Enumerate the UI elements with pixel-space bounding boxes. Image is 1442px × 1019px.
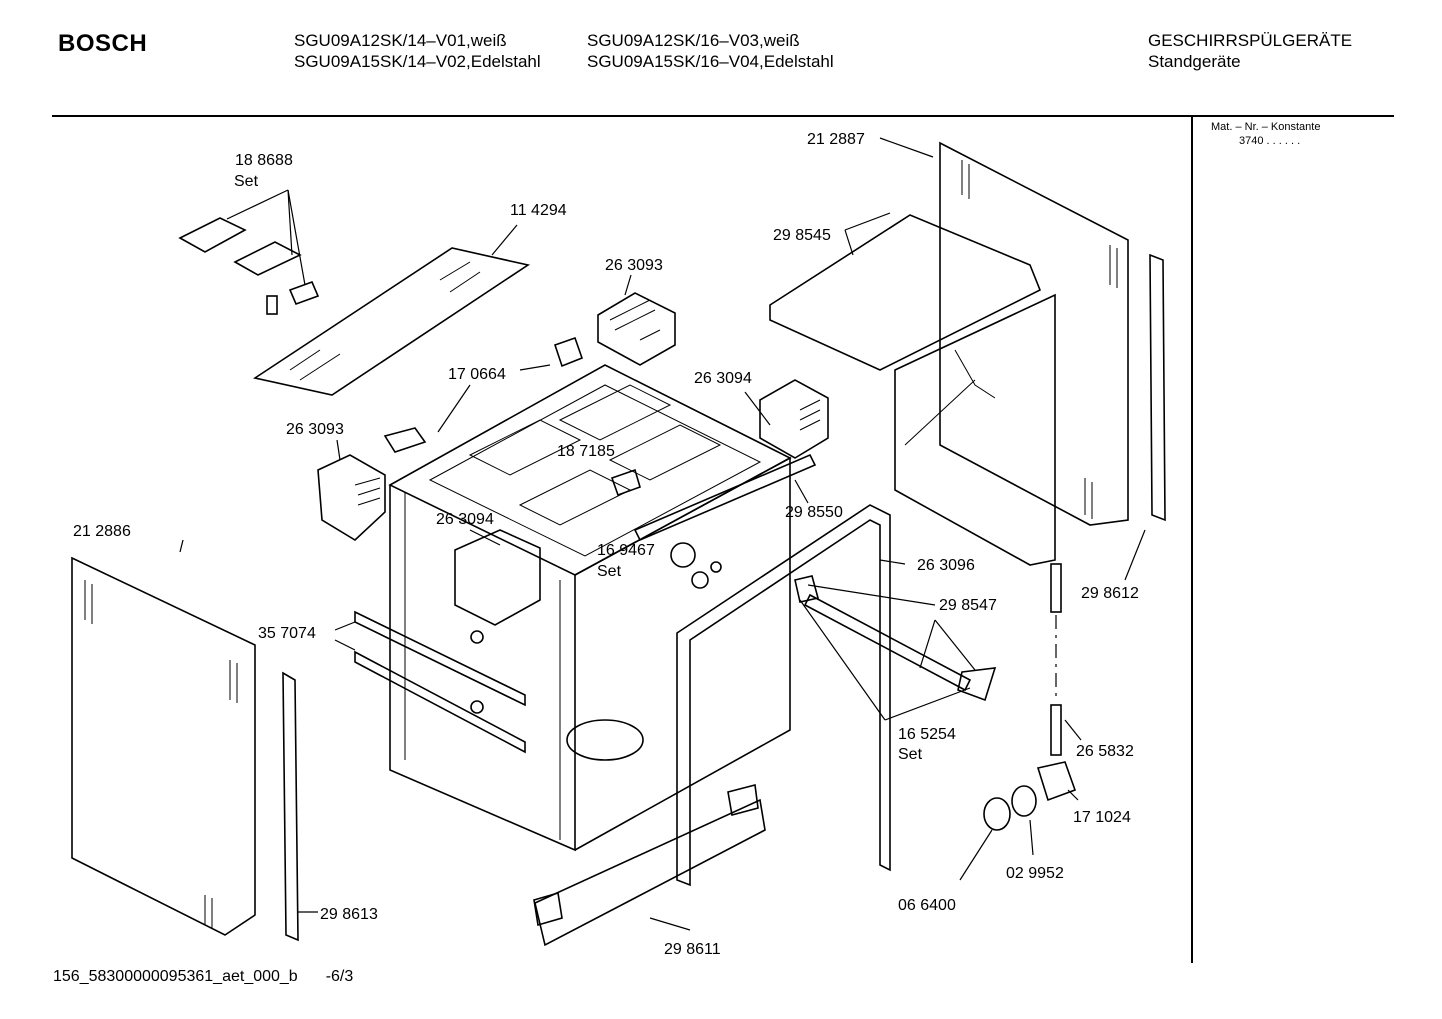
category-block: GESCHIRRSPÜLGERÄTE Standgeräte	[1148, 30, 1352, 72]
drain-connector-part	[983, 761, 1077, 831]
material-constant-title: Mat. – Nr. – Konstante	[1211, 121, 1321, 133]
leader-lines	[179, 137, 1146, 931]
model-line: SGU09A12SK/16–V03,weiß	[587, 31, 800, 50]
part-note-label: Set	[898, 746, 923, 763]
clip-part	[610, 468, 641, 497]
trim-strip-part	[282, 671, 299, 942]
material-constant-box: Mat. – Nr. – Konstante 3740 . . . . . .	[1211, 120, 1320, 148]
side-panel-left-part	[71, 556, 256, 936]
part-number-label: 26 3094	[436, 511, 494, 528]
side-panel-right-part	[939, 141, 1129, 526]
footer: 156_58300000095361_aet_000_b -6/3	[53, 968, 353, 986]
cover-housing-part	[759, 379, 829, 459]
bracket-set-part	[178, 217, 320, 315]
part-note-label: Set	[234, 173, 259, 190]
part-number-label: 11 4294	[510, 202, 567, 219]
part-number-label: 21 2886	[73, 523, 131, 540]
part-number-label: 26 3093	[286, 421, 344, 438]
part-number-label: 16 5254	[898, 726, 956, 743]
document-id: 156_58300000095361_aet_000_b	[53, 968, 298, 985]
part-number-label: 29 8550	[785, 504, 843, 521]
brand-logo: BOSCH	[58, 30, 148, 57]
adjustable-foot-part	[1050, 563, 1062, 756]
trim-strip-part	[1149, 253, 1166, 522]
model-line: SGU09A15SK/16–V04,Edelstahl	[587, 52, 834, 71]
part-number-label: 29 8547	[939, 597, 997, 614]
part-number-label: 26 3094	[694, 370, 752, 387]
side-divider	[1191, 115, 1193, 963]
part-number-label: 02 9952	[1006, 865, 1064, 882]
dishwasher-tub-part	[388, 364, 792, 852]
part-number-label: 16 9467	[597, 542, 655, 559]
part-number-label: 17 1024	[1073, 809, 1131, 826]
part-number-label: 29 8613	[320, 906, 378, 923]
part-number-label: 26 3093	[605, 257, 663, 274]
cover-housing-part	[454, 529, 541, 714]
model-line: SGU09A12SK/14–V01,weiß	[294, 31, 507, 50]
model-line: SGU09A15SK/14–V02,Edelstahl	[294, 52, 541, 71]
part-number-label: 29 8612	[1081, 585, 1139, 602]
page-number: -6/3	[325, 968, 354, 985]
plinth-part	[533, 783, 766, 947]
door-gasket-part	[676, 504, 891, 887]
subcategory-title: Standgeräte	[1148, 52, 1241, 71]
part-number-label: 18 8688	[235, 152, 293, 169]
material-constant-value: 3740 . . . . . .	[1239, 135, 1301, 147]
insulation-sheet-part	[252, 247, 531, 396]
part-note-label: Set	[597, 563, 622, 580]
rail-guide-part	[354, 610, 526, 754]
part-number-label: 35 7074	[258, 625, 316, 642]
category-title: GESCHIRRSPÜLGERÄTE	[1148, 31, 1353, 50]
connector-housing-part	[317, 454, 386, 541]
header-divider	[52, 115, 1394, 117]
part-number-label: 21 2887	[807, 131, 865, 148]
part-number-label: 29 8611	[664, 941, 721, 958]
top-cover-part	[769, 214, 1056, 566]
part-labels: 18 8688 Set 11 4294 26 3093 21 2887 29 8…	[73, 131, 1139, 958]
part-number-label: 26 3096	[917, 557, 975, 574]
bearing-set-part	[670, 542, 722, 589]
part-number-label: 17 0664	[448, 366, 506, 383]
rail-part	[633, 453, 817, 542]
connector-housing-part	[597, 292, 676, 366]
part-number-label: 26 5832	[1076, 743, 1134, 760]
part-number-label: 18 7185	[557, 443, 615, 460]
part-number-label: 06 6400	[898, 897, 956, 914]
clip-part	[383, 336, 584, 453]
spray-arm-part	[794, 575, 997, 702]
model-list-column-1: SGU09A12SK/14–V01,weiß SGU09A15SK/14–V02…	[294, 30, 541, 72]
part-number-label: 29 8545	[773, 227, 831, 244]
model-list-column-2: SGU09A12SK/16–V03,weiß SGU09A15SK/16–V04…	[587, 30, 834, 72]
